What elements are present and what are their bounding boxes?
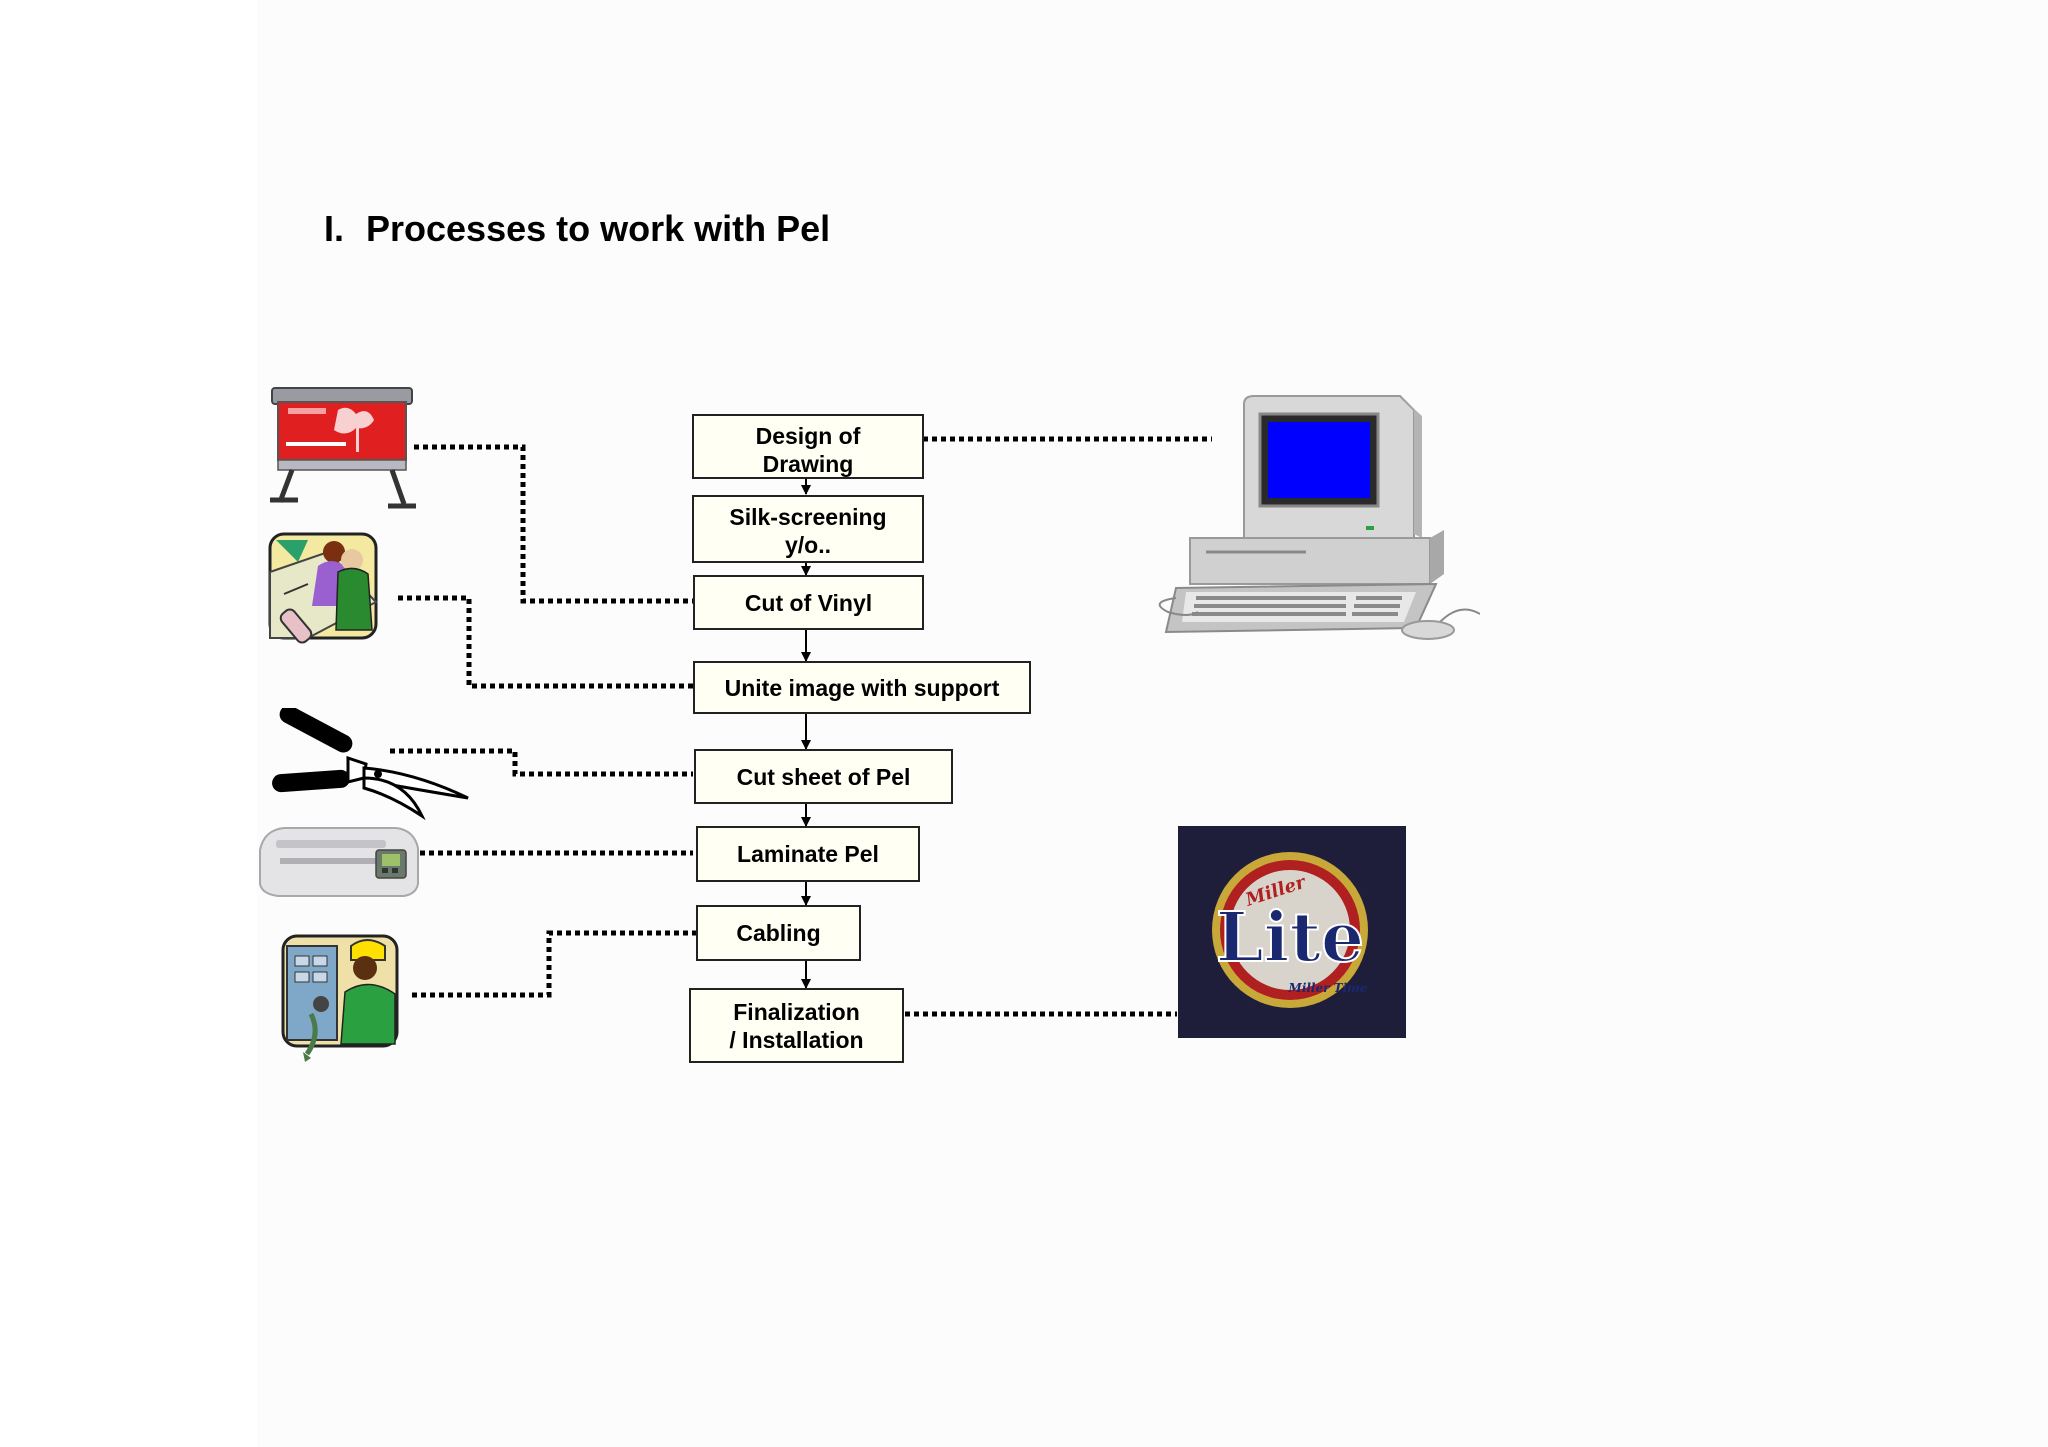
step-laminate: Laminate Pel — [696, 826, 920, 882]
scissors-icon — [272, 708, 469, 820]
step-cut-sheet: Cut sheet of Pel — [694, 749, 953, 804]
laminator-icon — [259, 827, 419, 897]
step-silk-screening: Silk-screening y/o.. — [692, 495, 924, 563]
electrician-icon — [281, 934, 399, 1062]
step-cabling: Cabling — [696, 905, 861, 961]
connector-drafting — [398, 595, 693, 689]
logo-lite-text: Lite — [1216, 898, 1364, 978]
lite-logo: Miller Lite Miller Time — [1212, 852, 1368, 1008]
slide-background — [257, 0, 2048, 1447]
computer-icon — [1158, 395, 1480, 640]
vinyl-plotter-icon — [270, 387, 416, 509]
step-design-of-drawing: Design of Drawing — [692, 414, 924, 479]
step-finalization: Finalization / Installation — [689, 988, 904, 1063]
logo-miller-time-text: Miller Time — [1288, 981, 1368, 995]
connector-scissors — [390, 748, 693, 777]
drafting-worker-icon — [268, 532, 378, 644]
page-title: I. Processes to work with Pel — [324, 208, 830, 250]
title-text: Processes to work with Pel — [366, 208, 831, 249]
miller-lite-sign-icon: Miller Lite Miller Time — [1178, 826, 1406, 1038]
connector-plotter — [414, 444, 693, 604]
title-number: I. — [324, 208, 345, 249]
step-cut-of-vinyl: Cut of Vinyl — [693, 575, 924, 630]
connector-electrician — [412, 930, 696, 998]
step-unite-image: Unite image with support — [693, 661, 1031, 714]
